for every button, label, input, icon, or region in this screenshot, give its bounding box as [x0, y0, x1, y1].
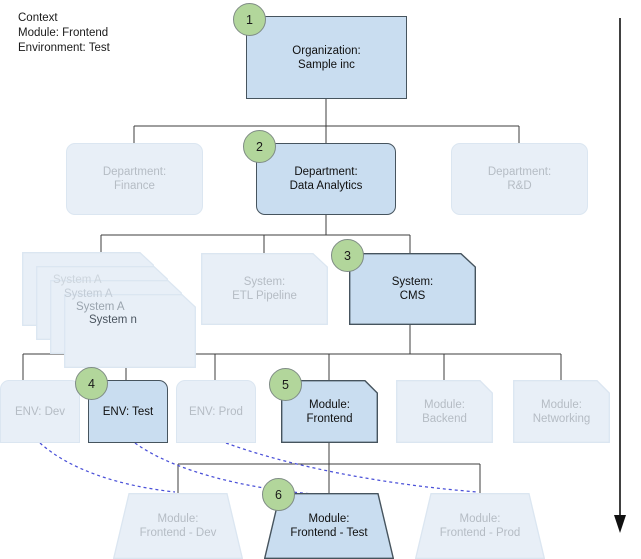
node-system-cms[interactable]: System: CMS [349, 253, 476, 325]
node-module-backend[interactable]: Module: Backend [396, 380, 493, 443]
step-badge-5-number: 5 [282, 377, 289, 392]
node-system-stack-label-2: System A [76, 301, 125, 313]
node-system-etl-pipeline-line2: ETL Pipeline [232, 290, 297, 302]
node-department-rnd-line2: R&D [507, 180, 532, 192]
node-department-data-analytics-line1: Department: [294, 166, 358, 178]
step-badge-6-number: 6 [275, 487, 282, 502]
node-department-data-analytics-line2: Data Analytics [289, 180, 363, 192]
node-deployment-frontend-prod-line1: Module: [459, 513, 501, 525]
node-department-data-analytics[interactable]: Department: Data Analytics [256, 143, 396, 215]
step-badge-1-number: 1 [246, 12, 253, 27]
node-organization[interactable]: Organization: Sample inc [246, 16, 407, 99]
node-module-networking-line1: Module: [541, 398, 582, 411]
context-module: Module: Frontend [18, 27, 109, 39]
node-deployment-frontend-dev-line1: Module: [157, 513, 199, 525]
context-title: Context [18, 12, 58, 24]
context-environment: Environment: Test [18, 42, 110, 54]
step-badge-3: 3 [331, 239, 364, 272]
node-module-frontend-line1: Module: [309, 398, 350, 411]
node-env-test-label: ENV: Test [102, 405, 154, 418]
step-badge-6: 6 [262, 478, 295, 511]
node-env-prod-label: ENV: Prod [189, 405, 243, 418]
node-deployment-frontend-prod-line2: Frontend - Prod [439, 527, 521, 539]
node-env-dev[interactable]: ENV: Dev [0, 380, 80, 443]
node-deployment-frontend-dev-line2: Frontend - Dev [139, 527, 217, 539]
node-organization-line2: Sample inc [298, 58, 355, 71]
node-system-etl-pipeline-line1: System: [243, 276, 286, 288]
step-badge-2: 2 [243, 130, 276, 163]
step-badge-1: 1 [233, 3, 266, 36]
node-department-rnd[interactable]: Department: R&D [451, 143, 588, 215]
node-deployment-frontend-test-line2: Frontend - Test [290, 527, 368, 539]
node-module-networking[interactable]: Module: Networking [513, 380, 610, 443]
node-system-stack-label-3: System A [64, 288, 113, 300]
drill-down-direction-arrow [614, 18, 626, 533]
step-badge-5: 5 [269, 368, 302, 401]
node-module-frontend-line2: Frontend [306, 412, 353, 425]
step-badge-4-number: 4 [88, 376, 95, 391]
node-env-prod[interactable]: ENV: Prod [176, 380, 256, 443]
node-system-cms-line1: System: [391, 276, 434, 288]
node-system-cms-line2: CMS [399, 290, 426, 302]
edge-dashed-test-to-deploy [134, 442, 327, 496]
step-badge-2-number: 2 [256, 139, 263, 154]
node-module-backend-line2: Backend [422, 412, 467, 425]
node-deployment-frontend-prod[interactable]: Module: Frontend - Prod [415, 493, 545, 559]
step-badge-3-number: 3 [344, 248, 351, 263]
node-module-networking-line2: Networking [532, 412, 591, 425]
node-department-rnd-line1: Department: [487, 166, 552, 178]
node-department-finance-line2: Finance [114, 180, 155, 192]
node-env-dev-label: ENV: Dev [14, 405, 66, 418]
node-system-stack-label-1: System n [89, 314, 137, 326]
step-badge-4: 4 [75, 367, 108, 400]
node-department-finance-line1: Department: [102, 166, 167, 178]
node-system-etl-pipeline[interactable]: System: ETL Pipeline [201, 253, 328, 325]
edge-dashed-dev-to-deploy [39, 442, 176, 493]
node-deployment-frontend-test-line1: Module: [308, 513, 350, 525]
node-module-backend-line1: Module: [424, 398, 465, 411]
context-caption: Context Module: Frontend Environment: Te… [18, 11, 110, 56]
node-system-stack-label-4: System A [53, 274, 102, 286]
node-system-stack-card-1[interactable] [64, 294, 196, 368]
node-organization-line1: Organization: [292, 44, 361, 57]
node-deployment-frontend-test[interactable]: Module: Frontend - Test [264, 493, 394, 559]
node-department-finance[interactable]: Department: Finance [66, 143, 203, 215]
node-module-frontend[interactable]: Module: Frontend [281, 380, 378, 443]
node-deployment-frontend-dev[interactable]: Module: Frontend - Dev [113, 493, 243, 559]
